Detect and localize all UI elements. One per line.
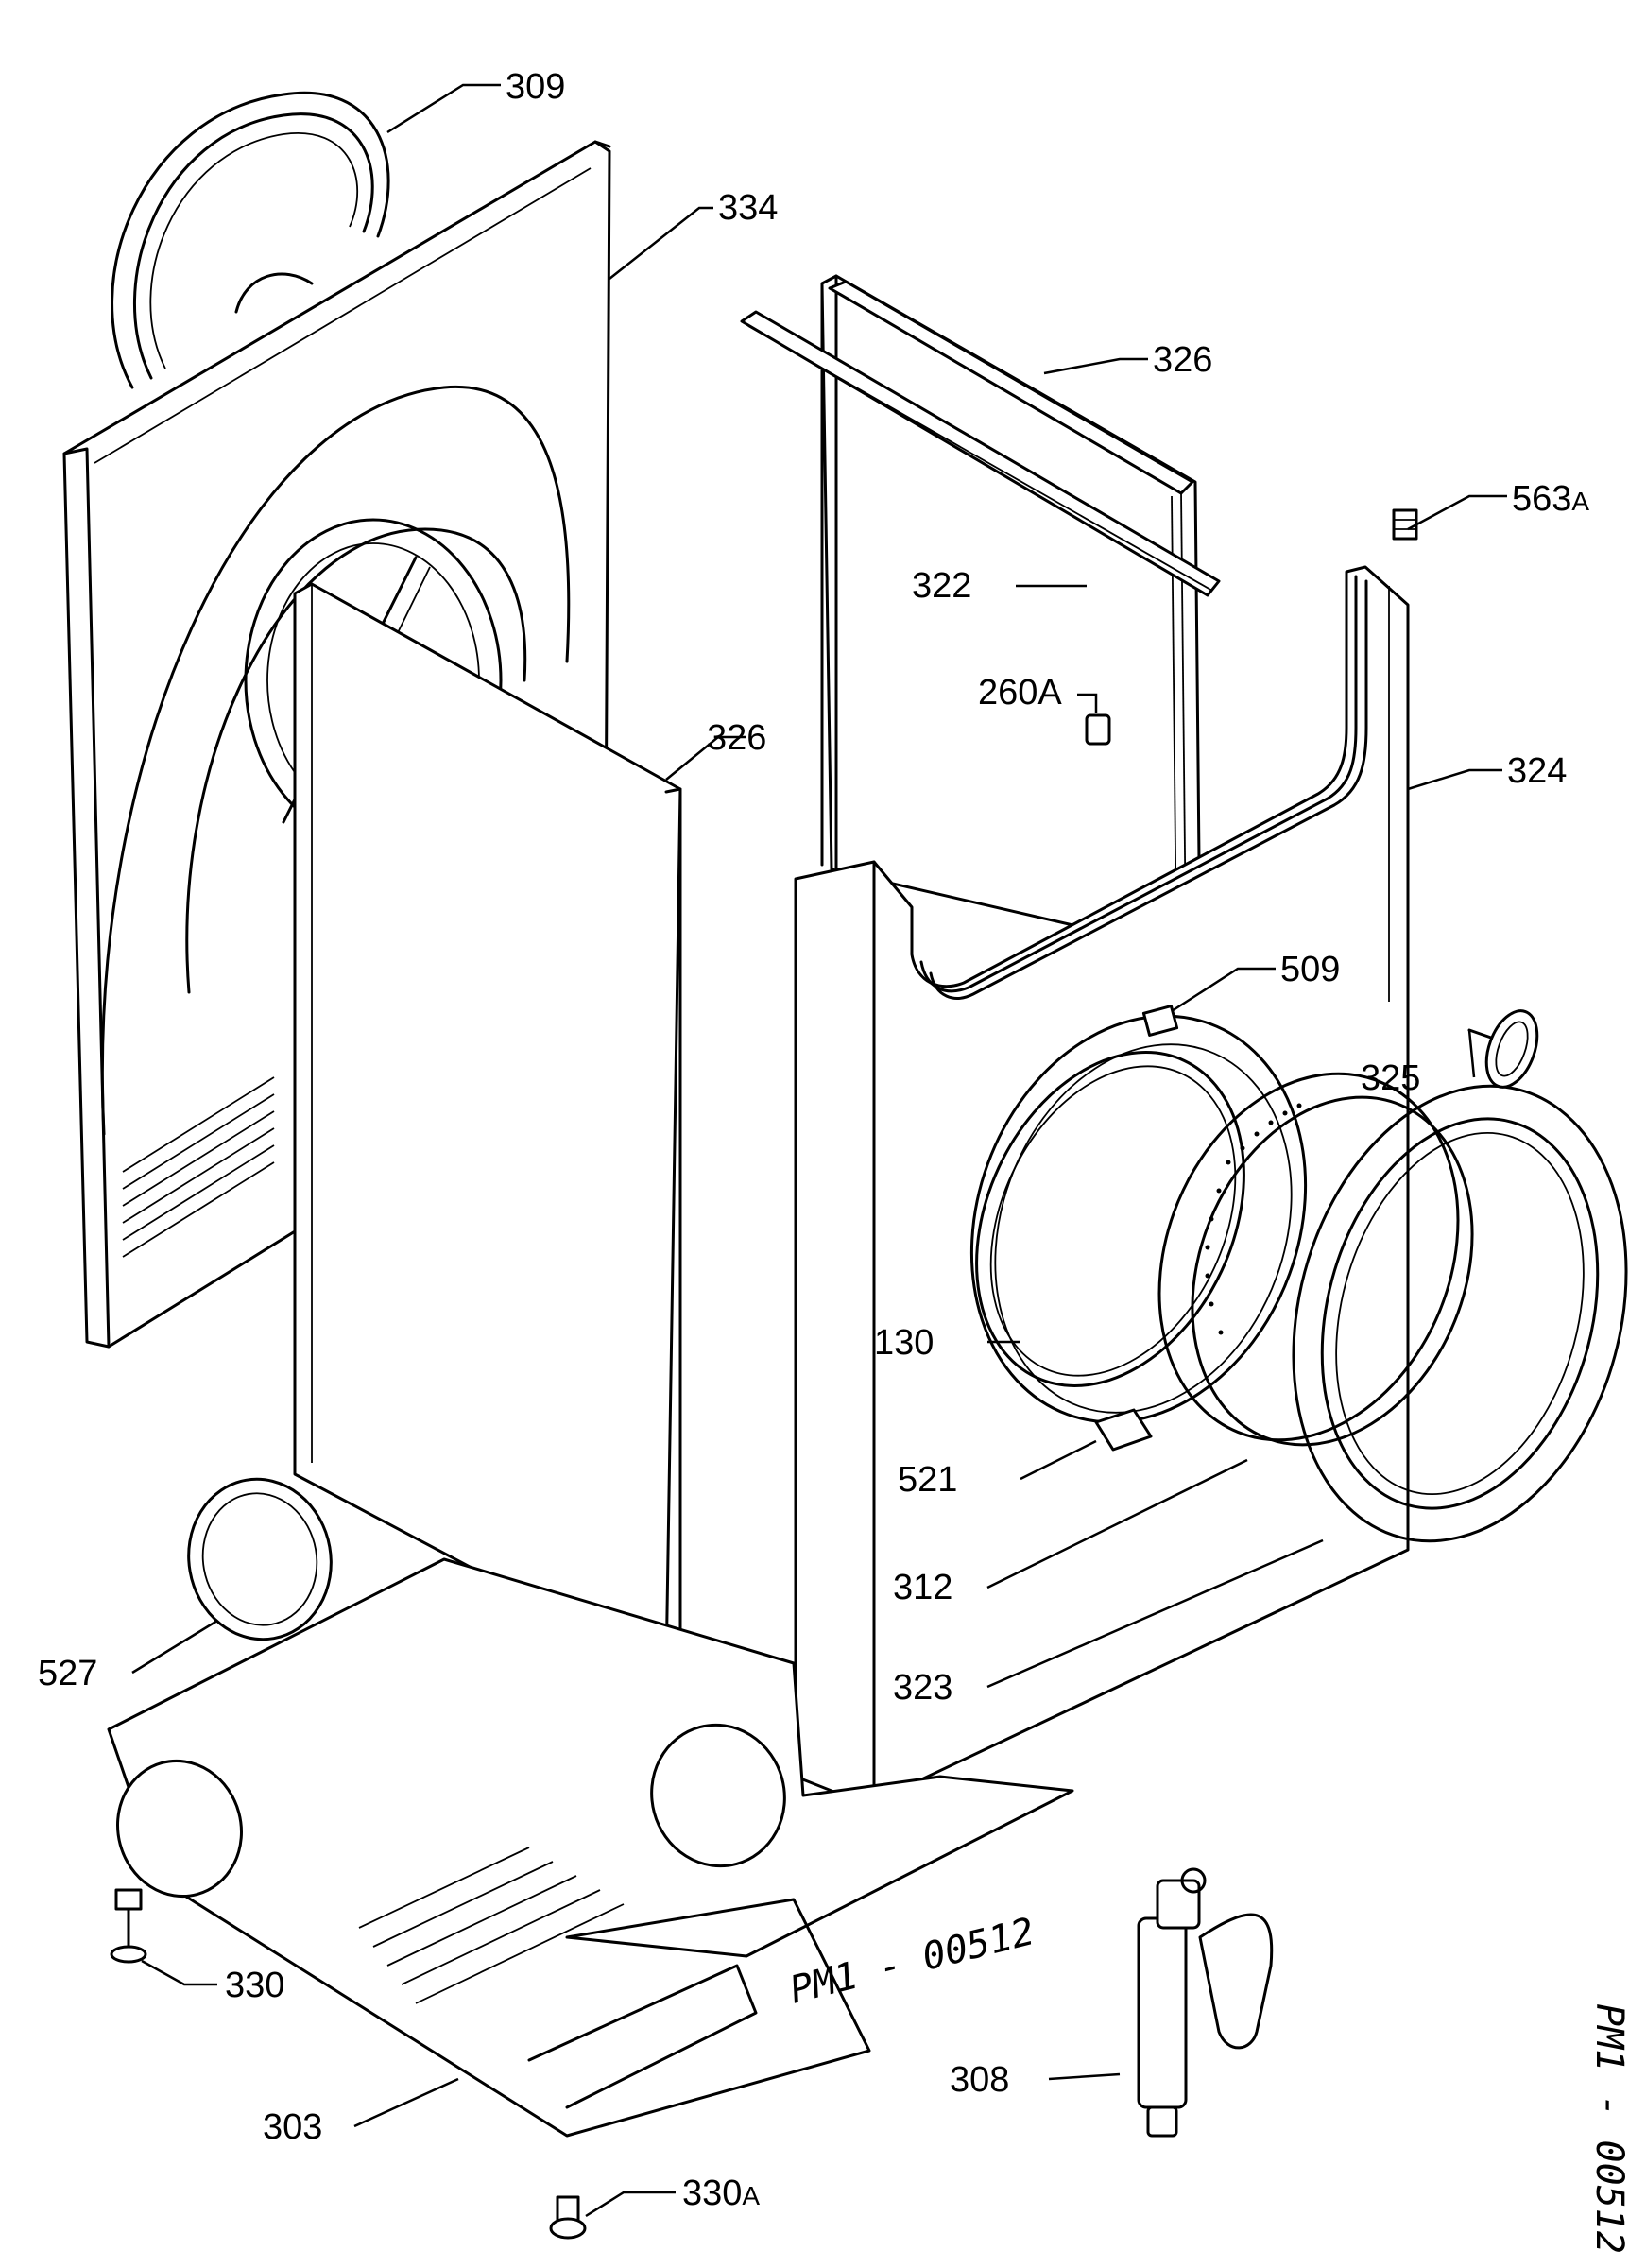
part-326-side-panel[interactable] [293,582,682,1673]
part-326-back-frame[interactable] [820,274,1202,956]
part-308-hinge[interactable] [1137,1867,1274,2138]
label-334: 334 [718,188,778,228]
drawing-code: PM1 - 00512 [1587,2003,1629,2254]
part-309-seal-ring[interactable] [111,91,390,389]
label-323: 323 [893,1668,952,1708]
label-260a: 260A [978,673,1062,713]
label-326-mid: 326 [707,718,766,758]
part-521-latch[interactable] [1094,1408,1153,1452]
label-563a: 563A [1512,479,1589,519]
label-324: 324 [1507,751,1567,791]
label-309: 309 [506,67,565,107]
label-130: 130 [874,1323,934,1363]
rear-panel-vents [122,1076,275,1258]
label-521: 521 [898,1460,957,1500]
part-509-clip[interactable] [1141,1005,1179,1037]
label-330a: 330A [682,2174,760,2213]
label-303: 303 [263,2107,322,2147]
inline-drawing-code: PM1 - 00512 [785,1910,1038,2013]
label-312: 312 [893,1568,952,1607]
label-527: 527 [38,1654,97,1693]
part-322-rail[interactable] [740,310,1221,597]
drum-perforation-dots [1205,1103,1302,1335]
part-303-base-assembly[interactable] [103,1557,1074,2138]
label-330: 330 [225,1966,284,2005]
label-325: 325 [1361,1058,1420,1098]
part-260a-clip[interactable] [1085,713,1111,746]
label-509: 509 [1280,950,1340,989]
part-330a-foot[interactable] [549,2195,587,2240]
label-322: 322 [912,566,971,606]
callout-labels: 309 334 326 563A 322 260A 326 324 509 32… [38,67,1589,2213]
base-vent-slots [358,1847,625,2004]
label-308: 308 [950,2060,1009,2100]
leader-lines [131,83,1507,2218]
part-130-door-gasket[interactable] [925,1008,1295,1429]
part-325-knob[interactable] [1467,1004,1547,1093]
part-330-foot[interactable] [110,1888,147,1964]
part-323-door-frame[interactable] [1244,1048,1629,1578]
part-312-drum-ring[interactable] [1106,1028,1522,1486]
part-563a-plug[interactable] [1392,508,1418,541]
label-326-top: 326 [1153,340,1212,380]
part-527-filter-ring[interactable] [176,1468,343,1650]
